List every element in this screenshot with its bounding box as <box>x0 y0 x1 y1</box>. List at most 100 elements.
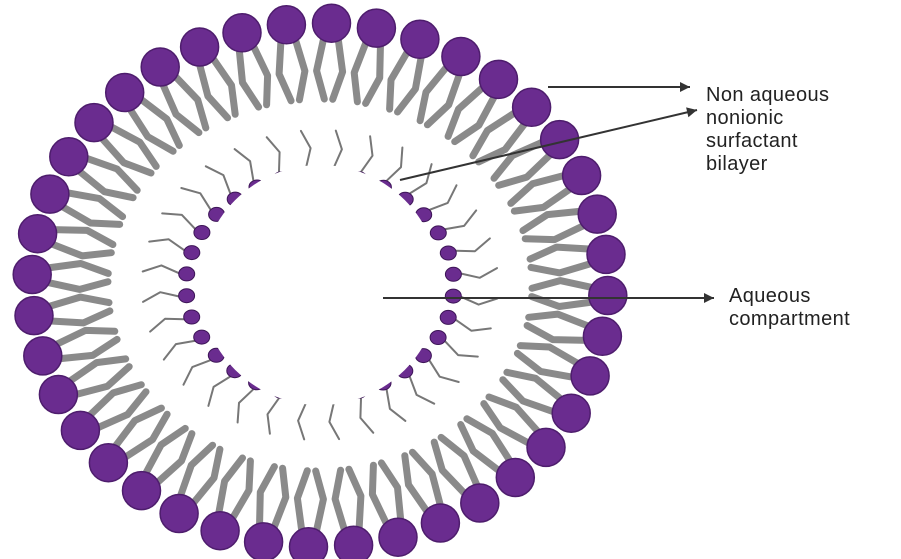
outer-tail <box>49 311 110 323</box>
outer-tail <box>47 264 109 274</box>
outer-tail <box>297 471 307 533</box>
bilayer-label-line-3: surfactant <box>706 130 829 153</box>
inner-tail <box>143 265 179 273</box>
outer-head <box>552 394 590 432</box>
outer-head <box>578 195 616 233</box>
outer-tail <box>354 40 367 101</box>
outer-head <box>89 444 127 482</box>
outer-tail <box>279 40 291 101</box>
inner-tail <box>360 399 373 433</box>
inner-tail <box>410 164 431 193</box>
outer-tail <box>531 263 593 273</box>
inner-tail <box>362 136 373 171</box>
inner-tail <box>461 268 497 278</box>
inner-tail <box>162 213 195 228</box>
inner-head <box>445 267 461 281</box>
bilayer-arrow-top <box>548 82 690 92</box>
aqueous-label: Aqueous compartment <box>729 285 850 331</box>
bilayer-label-line-4: bilayer <box>706 153 829 176</box>
inner-tail <box>456 238 490 251</box>
inner-tail <box>267 137 280 171</box>
outer-head <box>571 357 609 395</box>
inner-tail <box>456 320 491 331</box>
outer-head <box>61 411 99 449</box>
outer-head <box>123 472 161 510</box>
outer-head <box>401 20 439 58</box>
outer-head <box>19 215 57 253</box>
inner-tail <box>430 185 457 209</box>
outer-head <box>421 504 459 542</box>
outer-head <box>589 277 627 315</box>
inner-tail <box>184 360 211 384</box>
outer-head <box>587 235 625 273</box>
outer-tail <box>295 38 305 100</box>
inner-head <box>440 310 456 324</box>
bilayer-arrow-diagonal-head <box>686 107 697 117</box>
outer-head <box>106 74 144 112</box>
outer-head <box>223 14 261 52</box>
inner-tail <box>445 341 478 356</box>
outer-head <box>24 337 62 375</box>
inner-tail <box>268 399 279 434</box>
inner-tail <box>301 131 311 167</box>
bilayer-label-line-2: nonionic <box>706 107 829 130</box>
aqueous-arrow-head <box>704 293 714 303</box>
inner-tail <box>298 403 306 439</box>
inner-tail <box>238 390 253 423</box>
outer-tail <box>317 37 325 99</box>
outer-head <box>245 523 283 559</box>
outer-head <box>75 104 113 142</box>
outer-head <box>313 4 351 42</box>
outer-head <box>267 6 305 44</box>
bilayer-arrow-top-head <box>680 82 690 92</box>
bilayer-label-line-1: Non aqueous <box>706 84 829 107</box>
inner-tail <box>235 149 254 180</box>
outer-head <box>50 138 88 176</box>
aqueous-label-line-1: Aqueous <box>729 285 850 308</box>
inner-tail <box>430 361 459 382</box>
outer-tail <box>366 43 381 103</box>
inner-head <box>430 226 446 240</box>
outer-tail <box>349 469 361 530</box>
aqueous-label-line-2: compartment <box>729 308 850 331</box>
outer-head <box>181 28 219 66</box>
outer-head <box>527 428 565 466</box>
outer-head <box>141 48 179 86</box>
inner-head <box>184 246 200 260</box>
outer-head <box>513 88 551 126</box>
inner-tail <box>387 148 402 181</box>
outer-tail <box>260 467 275 527</box>
outer-head <box>379 518 417 556</box>
outer-tail <box>532 281 594 289</box>
inner-tail <box>164 341 195 360</box>
outer-tail <box>455 95 496 142</box>
outer-tail <box>47 297 109 307</box>
outer-tail <box>467 419 511 463</box>
outer-head <box>496 459 534 497</box>
inner-tail <box>387 390 406 421</box>
aqueous-compartment <box>200 165 440 405</box>
outer-tail <box>333 38 343 100</box>
outer-head <box>290 528 328 559</box>
outer-head <box>335 526 373 559</box>
outer-head <box>442 38 480 76</box>
outer-tail <box>50 243 111 256</box>
outer-head <box>583 317 621 355</box>
outer-tail <box>335 470 345 532</box>
outer-tail <box>273 468 286 529</box>
outer-tail <box>46 282 108 290</box>
bilayer-arrow-diagonal-line <box>400 110 697 180</box>
inner-head <box>430 331 446 345</box>
inner-tail <box>206 166 230 193</box>
outer-head <box>160 495 198 533</box>
inner-head <box>194 330 210 344</box>
inner-head <box>179 267 195 281</box>
outer-head <box>357 9 395 47</box>
outer-tail <box>484 404 531 445</box>
inner-tail <box>181 188 210 209</box>
outer-tail <box>53 230 113 245</box>
outer-head <box>31 175 69 213</box>
outer-tail <box>527 326 587 341</box>
inner-head <box>184 310 200 324</box>
outer-head <box>480 60 518 98</box>
